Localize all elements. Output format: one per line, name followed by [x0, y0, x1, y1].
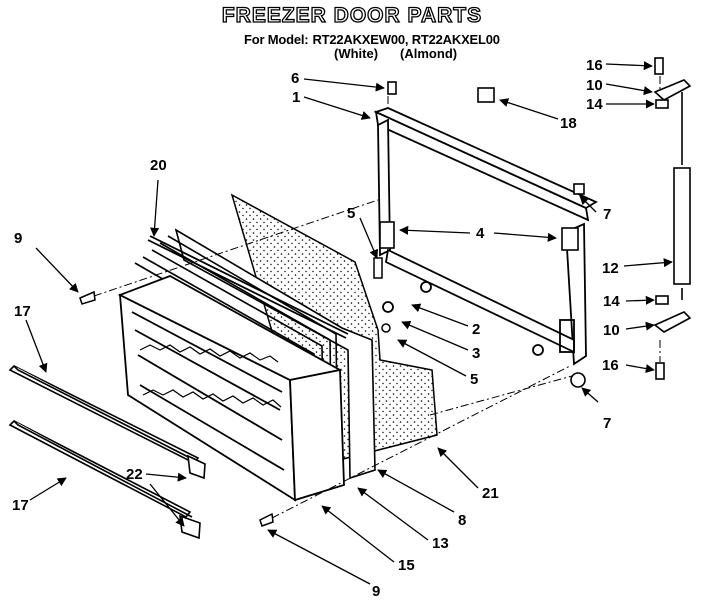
callout-14-bottom: 14	[603, 293, 620, 310]
callout-9-bottom: 9	[372, 583, 380, 600]
callout-17-bottom: 17	[12, 497, 29, 514]
door-shelf-rails	[139, 344, 282, 408]
callout-10-top: 10	[586, 77, 603, 94]
callout-7-top: 7	[603, 206, 611, 223]
handle-trim-lower	[8, 420, 201, 540]
callout-6: 6	[291, 70, 299, 87]
callout-7-bottom: 7	[603, 415, 611, 432]
callout-8: 8	[458, 512, 466, 529]
callout-15: 15	[398, 557, 415, 574]
callout-20: 20	[150, 157, 167, 174]
callout-12: 12	[602, 260, 619, 277]
variant-white: (White)	[334, 46, 379, 61]
model-numbers: RT22AKXEW00, RT22AKXEL00	[312, 32, 500, 47]
freezer-door-panel	[117, 275, 345, 502]
callout-2: 2	[472, 321, 480, 338]
callout-3: 4	[476, 225, 485, 242]
handle-trim-upper	[8, 365, 206, 480]
model-prefix: For Model:	[244, 32, 309, 47]
door-frame	[373, 107, 598, 366]
callout-9-left: 9	[14, 230, 22, 247]
callout-18: 18	[560, 115, 577, 132]
callout-13: 13	[432, 535, 449, 552]
callout-5-top: 5	[347, 205, 355, 222]
gasket-strip	[147, 235, 349, 339]
hinge-assembly	[387, 57, 692, 388]
callout-22: 22	[126, 466, 143, 483]
callout-4: 3	[472, 345, 480, 362]
callout-16-bottom: 16	[602, 357, 619, 374]
callout-1: 1	[292, 89, 300, 106]
diagram-title: FREEZER DOOR PARTS	[221, 3, 483, 27]
model-line: For Model:RT22AKXEW00, RT22AKXEL00	[244, 32, 504, 47]
assembly-guides	[93, 76, 661, 519]
callout-10-bottom: 10	[603, 322, 620, 339]
screws	[79, 257, 391, 527]
callout-21: 21	[482, 485, 499, 502]
variant-line: (White) (Almond)	[334, 46, 479, 61]
hinge-bracket	[379, 221, 579, 251]
callout-17-top: 17	[14, 303, 31, 320]
callout-14-top: 14	[586, 96, 603, 113]
variant-almond: (Almond)	[400, 46, 458, 61]
callout-numbers: 6 1 18 16 10 14 7 4 12 14 10 16 7 5 2 3 …	[12, 57, 620, 600]
callout-16-top: 16	[586, 57, 603, 74]
callout-5-bottom: 5	[470, 371, 478, 388]
callout-leaders	[25, 61, 673, 585]
